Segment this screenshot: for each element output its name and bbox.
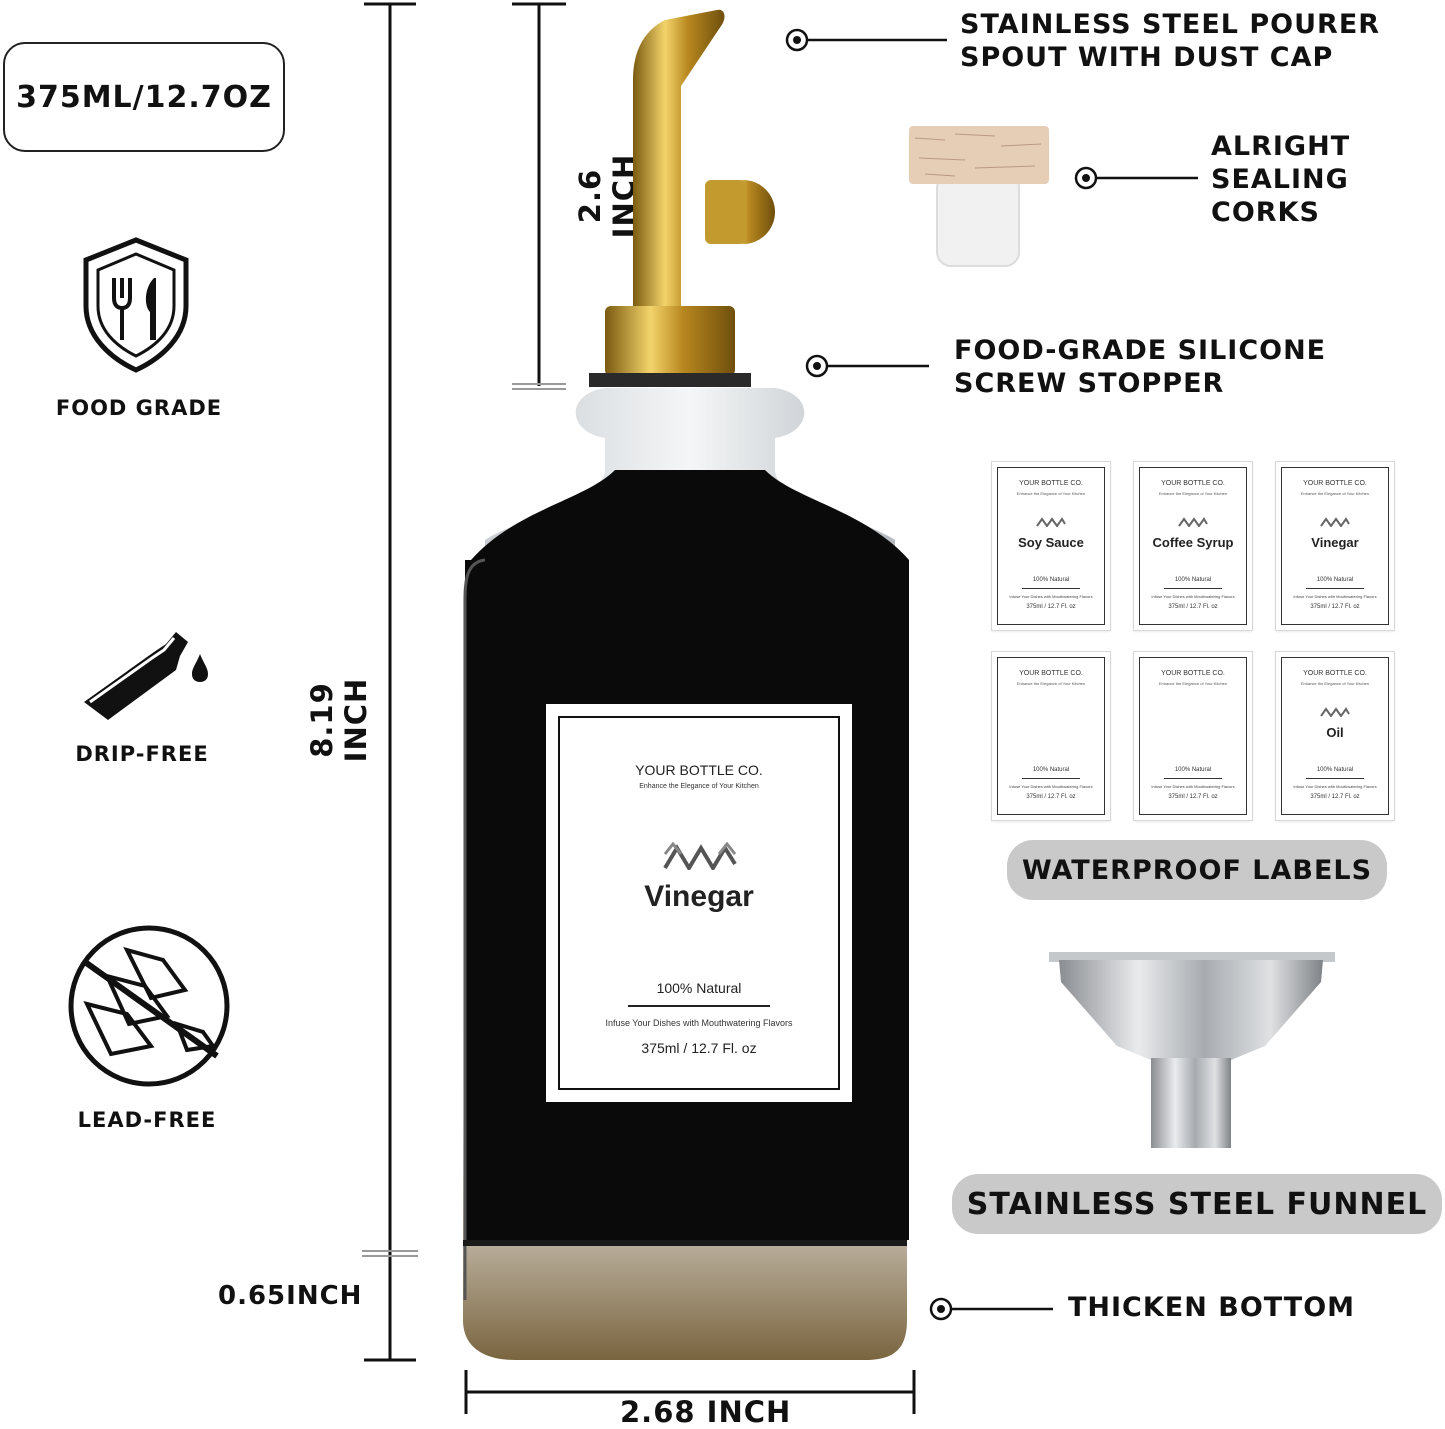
- mini-label: YOUR BOTTLE CO. Enhance the Elegance of …: [1276, 462, 1394, 630]
- callout-stopper-line1: FOOD-GRADE SILICONE: [954, 335, 1327, 366]
- label-brand: YOUR BOTTLE CO.: [635, 762, 763, 778]
- zigzag-logo-icon: [1036, 517, 1066, 527]
- capacity-badge: 375ML/12.7OZ: [3, 42, 285, 152]
- no-lead-icon: [68, 925, 230, 1087]
- zigzag-logo-icon: [1178, 517, 1208, 527]
- callout-stopper: FOOD-GRADE SILICONE SCREW STOPPER: [954, 334, 1326, 400]
- stainless-funnel-pill: STAINLESS STEEL FUNNEL: [952, 1174, 1442, 1234]
- feature-label-food-grade: FOOD GRADE: [55, 396, 223, 420]
- mini-label: YOUR BOTTLE CO. Enhance the Elegance of …: [1134, 652, 1252, 820]
- zigzag-logo-icon: [1320, 517, 1350, 527]
- waterproof-labels-pill: WATERPROOF LABELS: [1007, 840, 1387, 900]
- width-dimension-label: 2.68 INCH: [620, 1395, 792, 1429]
- label-volume: 375ml / 12.7 Fl. oz: [641, 1040, 757, 1056]
- label-product-name: Vinegar: [644, 880, 754, 913]
- stainless-funnel-text: STAINLESS STEEL FUNNEL: [966, 1186, 1428, 1222]
- mini-label: YOUR BOTTLE CO. Enhance the Elegance of …: [992, 652, 1110, 820]
- mini-label: YOUR BOTTLE CO. Enhance the Elegance of …: [1134, 462, 1252, 630]
- callout-bottom: THICKEN BOTTOM: [1068, 1292, 1356, 1323]
- label-natural: 100% Natural: [656, 980, 742, 996]
- label-infuse: Infuse Your Dishes with Mouthwatering Fl…: [605, 1018, 793, 1028]
- mini-label-name: Vinegar: [1311, 535, 1359, 550]
- callout-corks-line3: CORKS: [1211, 197, 1320, 228]
- waterproof-labels-text: WATERPROOF LABELS: [1021, 854, 1373, 886]
- callout-pourer-line1: STAINLESS STEEL POURER: [960, 9, 1381, 40]
- bottom-dimension-label: 0.65INCH: [218, 1281, 363, 1311]
- mini-label-name: Coffee Syrup: [1152, 535, 1234, 550]
- callout-corks-line1: ALRIGHT: [1211, 131, 1351, 162]
- cork-illustration: [909, 126, 1049, 267]
- funnel-illustration: [1049, 952, 1335, 1148]
- feature-label-drip-free: DRIP-FREE: [75, 742, 209, 766]
- label-divider: [628, 1005, 770, 1007]
- callout-pourer: STAINLESS STEEL POURER SPOUT WITH DUST C…: [960, 8, 1380, 74]
- feature-label-lead-free: LEAD-FREE: [77, 1108, 217, 1132]
- label-tagline: Enhance the Elegance of Your Kitchen: [639, 783, 759, 790]
- capacity-text: 375ML/12.7OZ: [16, 79, 272, 115]
- zigzag-logo-icon: [663, 842, 737, 870]
- callout-corks-line2: SEALING: [1211, 164, 1349, 195]
- mini-label-name: Oil: [1326, 725, 1344, 740]
- shield-cutlery-icon: [83, 237, 189, 373]
- callout-stopper-line2: SCREW STOPPER: [954, 368, 1225, 399]
- mini-label: YOUR BOTTLE CO. Enhance the Elegance of …: [992, 462, 1110, 630]
- callout-pourer-line2: SPOUT WITH DUST CAP: [960, 42, 1334, 73]
- callout-corks: ALRIGHT SEALING CORKS: [1211, 130, 1350, 229]
- zigzag-logo-icon: [1320, 707, 1350, 717]
- bottle-label: YOUR BOTTLE CO. Enhance the Elegance of …: [546, 704, 852, 1102]
- pouring-bottle-icon: [84, 632, 208, 720]
- mini-label: YOUR BOTTLE CO. Enhance the Elegance of …: [1276, 652, 1394, 820]
- mini-label-name: Soy Sauce: [1018, 535, 1084, 550]
